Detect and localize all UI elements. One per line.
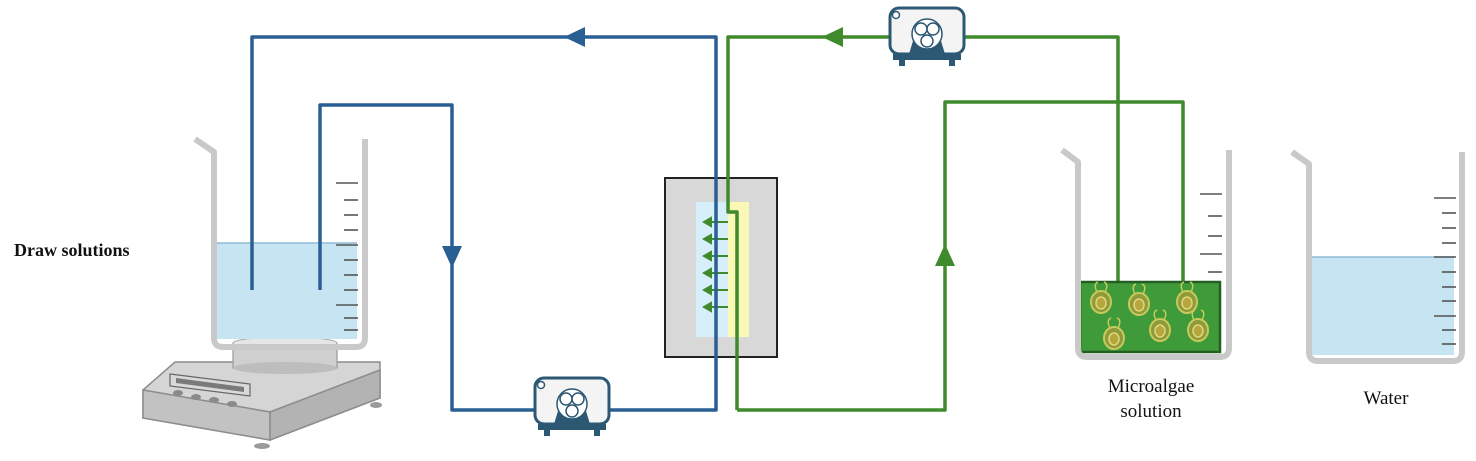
microalgae-solution-label: Microalgae solution <box>1084 374 1218 424</box>
microalgae-feed-loop <box>726 35 1185 412</box>
microalgae-label-line2: solution <box>1120 401 1182 422</box>
peristaltic-pump-icon <box>888 6 966 68</box>
balance-button <box>191 394 201 400</box>
water-label: Water <box>1363 388 1409 409</box>
draw-solution-beaker <box>193 136 368 350</box>
draw-solution-liquid <box>216 243 357 339</box>
draw-solutions-label: Draw solutions <box>14 240 130 260</box>
microalgae-label-line1: Microalgae <box>1107 376 1195 397</box>
draw-solution-loop <box>250 35 718 412</box>
water-liquid <box>1312 257 1454 355</box>
balance-button <box>227 401 237 407</box>
flow-arrow-icon <box>822 27 843 47</box>
water-flux-arrows <box>701 216 728 313</box>
flow-arrow-icon <box>935 244 955 266</box>
peristaltic-pump-icon <box>533 376 611 438</box>
microalgae-beaker <box>1060 147 1232 360</box>
balance-screen <box>176 378 244 392</box>
membrane-cell <box>664 177 778 358</box>
flow-arrow-icon <box>564 27 585 47</box>
water-beaker <box>1290 149 1465 364</box>
balance-button <box>209 397 219 403</box>
analytical-balance-icon <box>142 336 382 449</box>
flow-arrow-icon <box>442 246 462 268</box>
balance-button <box>173 390 183 396</box>
